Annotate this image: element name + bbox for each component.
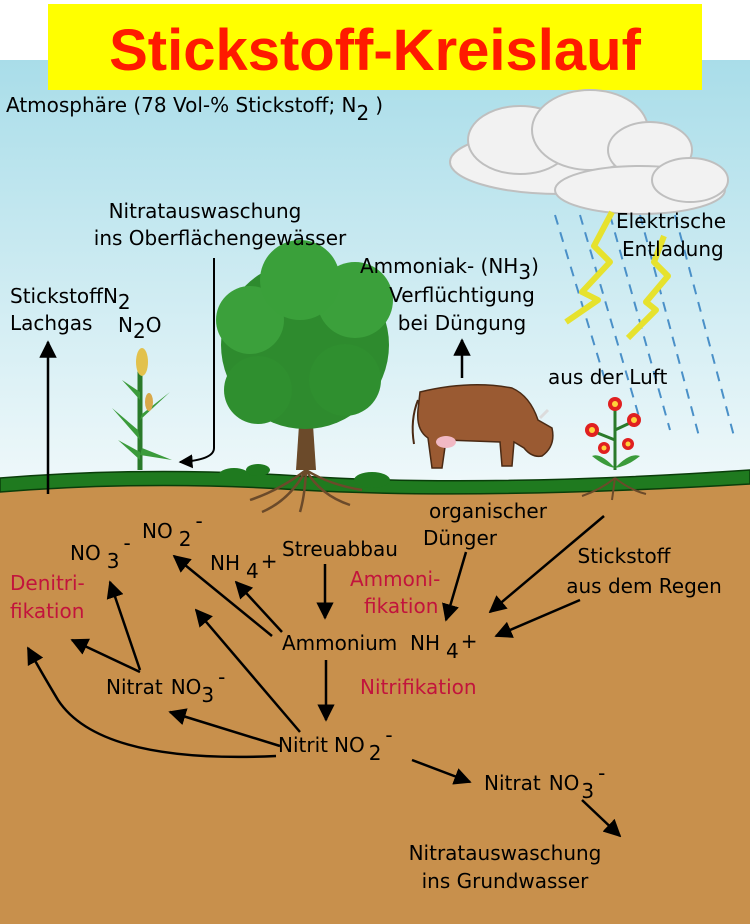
cow-icon [411,384,554,469]
denitrification-label-2: fikation [10,599,84,623]
rain-nitrogen-label-1: Stickstoff [578,544,672,568]
ammonification-label-2: fikation [364,594,438,618]
arrow-ammonium-to-nh4 [234,580,283,633]
arrow-organic-to-ammonium [442,551,468,622]
nitrification-label: Nitrifikation [360,675,477,699]
flower-plant-icon [581,397,647,501]
ammonia-label-2: Verflüchtigung [389,283,535,307]
leaching-surface-label-1: Nitratauswaschung [109,199,302,223]
cloud-icon [449,89,729,215]
rain-nitrogen-label-2: aus dem Regen [566,574,722,598]
leaching-surface-label-2: ins Oberflächengewässer [94,226,347,250]
arrow-soil-to-ammonium [488,515,605,614]
ammonia-label-1: Ammoniak- (NH3) [360,254,539,284]
organic-label-2: Dünger [423,526,498,550]
arrow-nitrate-to-no3 [106,580,142,671]
tree-icon [216,240,393,514]
atmosphere-label: Atmosphäre (78 Vol-% Stickstoff; N2) [6,93,383,125]
lightning-label-2: Entladung [622,237,724,261]
soil [0,472,750,924]
leaching-ground-label-2: ins Grundwasser [422,869,590,893]
page-title: Stickstoff-Kreislauf [109,18,641,83]
arrow-nitrate-to-groundwater [581,799,622,838]
lightning-icon [564,210,671,341]
title-box [48,4,702,90]
arrow-nitrite-to-nitrate-low [411,758,472,785]
arrow-nitrite-to-nitrate-mid [168,708,281,748]
corn-plant-icon [112,348,172,470]
denitrification-label-1: Denitri- [10,571,85,595]
nitrogen-n2-label: StickstoffN2 [10,284,131,314]
arrow-nitrite-to-no2 [194,608,301,733]
ammonification-label-1: Ammoni- [350,567,440,591]
lightning-label-1: Elektrische [616,209,726,233]
litter-label: Streuabbau [282,537,398,561]
arrow-denitrification [26,646,277,759]
ammonium-label: Ammonium [282,631,397,655]
arrow-rain-to-ammonium [494,598,581,638]
ammonia-label-3: bei Düngung [398,311,526,335]
arrow-ammonium-to-no2 [172,554,273,637]
laughing-gas-label: Lachgas [10,311,92,335]
from-air-label: aus der Luft [548,365,667,389]
n2o-label: N2O [118,313,161,343]
organic-label-1: organischer [429,499,548,523]
arrow-surface-leaching [178,258,215,469]
leaching-ground-label-1: Nitratauswaschung [409,841,602,865]
process-arrows [26,515,622,838]
arrow-nitrate-to-denitri [70,638,141,674]
